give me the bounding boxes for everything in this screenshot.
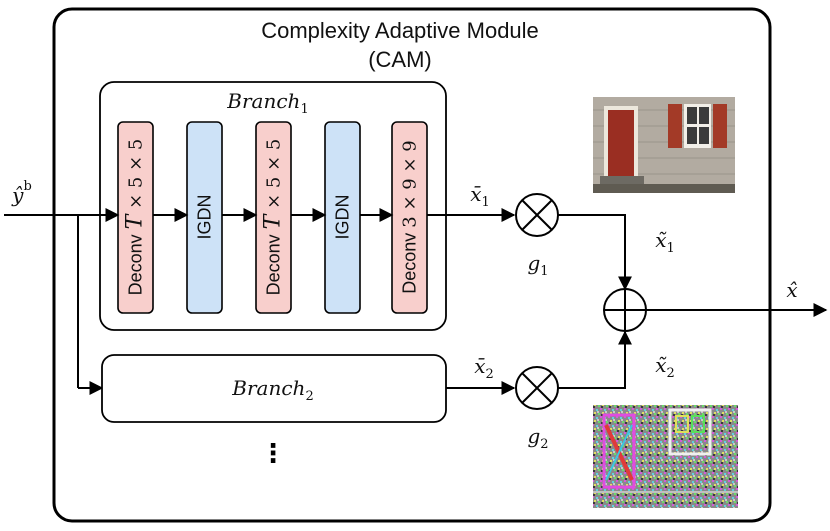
branch1-layer-5: Deconv 3 × 9 × 9	[391, 121, 428, 314]
xbar1-label: x̄1	[470, 182, 490, 210]
branch1-layers: Deconv T × 5 × 5 IGDN Deconv T × 5 × 5 IGDN…	[117, 121, 428, 314]
xtilde2-label: x̃2	[655, 353, 675, 381]
input-label: ŷb	[11, 179, 32, 207]
more-branches-ellipsis: ⋮	[260, 438, 286, 468]
house-facade-image	[593, 97, 735, 193]
circled-times-icon	[515, 193, 559, 237]
noisy-residual-image	[593, 405, 738, 508]
branch1-layer-3: Deconv T × 5 × 5	[255, 121, 292, 314]
circled-times-icon	[515, 366, 559, 410]
xtilde1-label: x̃1	[655, 228, 675, 256]
branch1-layer-4: IGDN	[324, 121, 361, 314]
layer-label: IGDN	[333, 195, 353, 240]
layer-label: IGDN	[195, 195, 215, 240]
branch1-label: Branch1	[226, 89, 308, 117]
xbar2-label: x̄2	[474, 354, 494, 382]
module-title-line2: (CAM)	[368, 47, 432, 72]
path-x1-to-adder	[558, 214, 632, 291]
module-title-line1: Complexity Adaptive Module	[261, 18, 539, 43]
layer-label: Deconv T × 5 × 5	[123, 139, 148, 296]
branch1-layer-2: IGDN	[186, 121, 223, 314]
g1-label: g1	[527, 251, 548, 279]
layer-label: Deconv T × 5 × 5	[261, 139, 286, 296]
branch1-layer-1: Deconv T × 5 × 5	[117, 121, 154, 314]
layer-label: Deconv 3 × 9 × 9	[400, 140, 421, 293]
g2-label: g2	[527, 424, 548, 452]
output-label: x̂	[786, 278, 797, 302]
circled-plus-icon	[603, 288, 647, 332]
path-x2-to-adder	[558, 330, 632, 389]
branch2-label: Branch2	[231, 376, 313, 404]
